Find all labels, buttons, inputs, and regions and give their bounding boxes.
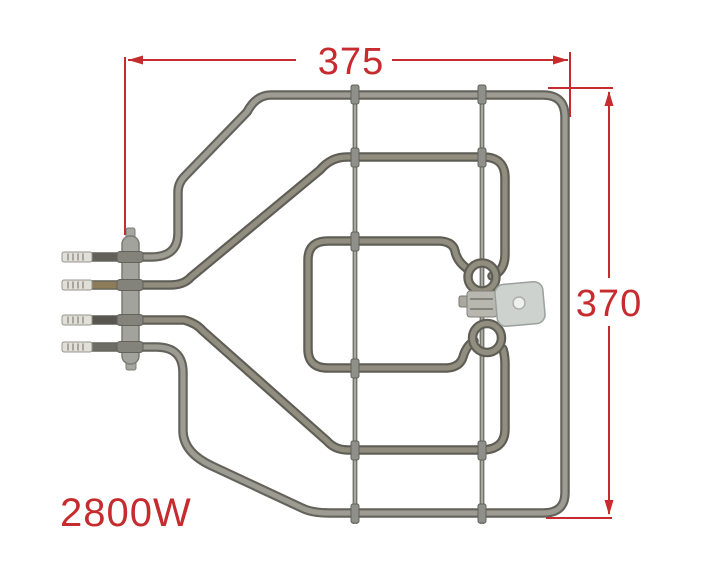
terminal-spade [61,251,93,263]
flange-ferrule [116,251,144,263]
power-rating-label: 2800W [60,491,192,535]
clamp [350,231,360,252]
clamp [477,84,487,105]
clamp [350,84,360,105]
terminal-spade [61,279,93,291]
terminal-pins [61,251,93,353]
flange-ferrule [116,279,144,291]
tube-clamps [350,84,487,524]
height-dimension-label: 370 [576,283,642,325]
arrowhead-up [604,91,614,106]
clamp [477,440,487,461]
expansion-ring-bottom-core [469,320,505,356]
middle-loop-top-core [89,154,508,288]
mounting-flange [116,227,144,371]
arrowhead-down [604,500,614,515]
terminal-spade [61,341,93,353]
terminal-spade [61,314,93,326]
clamp [350,503,360,524]
bracket-clamp-block [466,290,498,318]
middle-loop-bottom-edge [87,315,510,455]
mounting-flange-plate [121,235,140,365]
outer-loop-core [89,92,568,516]
arrowhead-right [553,55,568,65]
middle-loop-top-edge [87,152,510,290]
dimension-annotations: 375 370 2800W [60,41,642,535]
clamp [350,147,360,168]
clamp [350,358,360,379]
flange-ferrule [116,341,144,353]
clamp [350,440,360,461]
key-plate-hole [512,296,526,310]
outer-heating-loop-tube [87,90,570,518]
clamp [477,503,487,524]
arrowhead-left [128,55,143,65]
inner-loop-core [305,238,477,371]
middle-loop-bottom-core [89,317,508,453]
flange-ferrule [116,314,144,326]
bracket-clamp-slots [470,298,493,310]
middle-heating-loop-tube [87,152,510,455]
inner-loop-edge [303,236,479,373]
width-dimension-label: 375 [318,41,384,83]
key-mounting-bracket [458,280,546,328]
clamp [477,147,487,168]
